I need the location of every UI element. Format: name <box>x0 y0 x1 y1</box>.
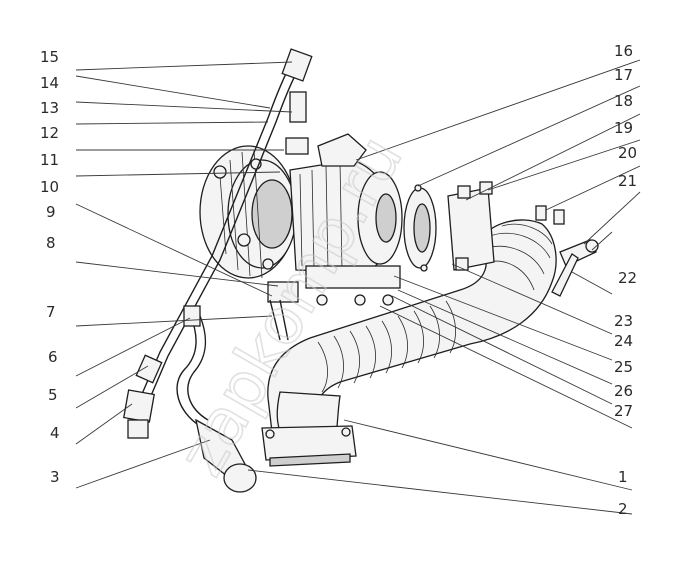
callout-24: 24 <box>614 332 633 350</box>
flange-bolts <box>535 205 599 297</box>
compressor-housing <box>267 133 403 306</box>
callout-23: 23 <box>614 312 633 330</box>
callout-10: 10 <box>40 178 59 196</box>
callout-14: 14 <box>40 74 59 92</box>
leader-lines <box>75 59 641 515</box>
callout-7: 7 <box>46 303 56 321</box>
callout-15: 15 <box>40 48 59 66</box>
callouts-left: 15 14 13 12 11 10 9 8 7 6 5 4 3 <box>40 48 60 486</box>
gasket-ring <box>403 184 437 272</box>
callout-26: 26 <box>614 382 633 400</box>
callout-12: 12 <box>40 124 59 142</box>
callout-3: 3 <box>50 468 60 486</box>
callout-2: 2 <box>618 500 628 518</box>
callout-13: 13 <box>40 99 59 117</box>
oil-feed-pipe <box>123 48 313 439</box>
callout-4: 4 <box>50 424 60 442</box>
callout-19: 19 <box>614 119 633 137</box>
callout-20: 20 <box>618 144 637 162</box>
callouts-right: 16 17 18 19 20 21 22 23 24 25 26 27 1 2 <box>614 42 637 518</box>
callout-21: 21 <box>618 172 637 190</box>
callout-27: 27 <box>614 402 633 420</box>
callout-16: 16 <box>614 42 633 60</box>
callout-17: 17 <box>614 66 633 84</box>
callout-22: 22 <box>618 269 637 287</box>
callout-18: 18 <box>614 92 633 110</box>
callout-8: 8 <box>46 234 56 252</box>
bottom-flange <box>261 425 357 467</box>
callout-5: 5 <box>48 386 58 404</box>
callout-25: 25 <box>614 358 633 376</box>
callout-11: 11 <box>40 151 59 169</box>
callout-1: 1 <box>618 468 628 486</box>
callout-9: 9 <box>46 203 56 221</box>
pipe-flange <box>447 181 495 271</box>
callout-6: 6 <box>48 348 58 366</box>
oil-drain-pipe <box>176 299 289 493</box>
